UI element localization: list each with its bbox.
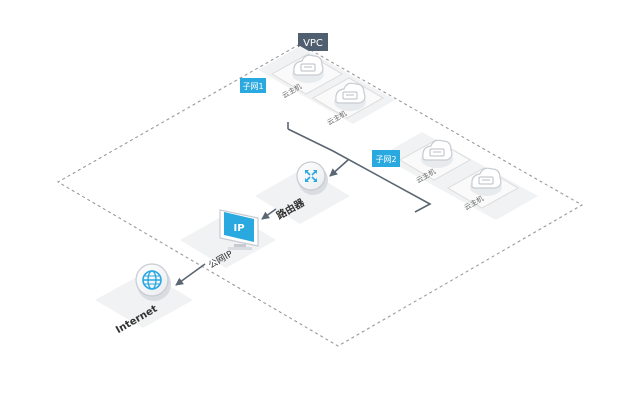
arrow-to-internet: [175, 263, 206, 286]
arrow-to-router: [329, 159, 349, 177]
subnet-1: 云主机 云主机 子网1: [240, 46, 395, 127]
subnet-2-label: 子网2: [375, 155, 396, 164]
ip-badge-text: IP: [233, 223, 244, 234]
cloud-server-icon: [334, 82, 366, 111]
vpc-label: VPC: [303, 38, 323, 49]
subnet-1-label: 子网1: [242, 82, 263, 91]
cloud-server-icon: [470, 167, 502, 196]
subnet-2-tag: 子网2: [372, 150, 400, 167]
subnet-1-tag: 子网1: [240, 78, 266, 93]
monitor-ip-icon: IP: [219, 209, 259, 250]
subnet-2: 云主机 云主机 子网2: [372, 132, 538, 220]
cloud-server-icon: [421, 139, 453, 168]
vpc-boundary: [56, 43, 584, 347]
subnet-2-host-2: 云主机: [446, 167, 520, 212]
globe-icon: [135, 263, 171, 301]
public-ip-node: IP 公网IP: [180, 209, 276, 271]
vpc-tag: VPC: [298, 33, 328, 51]
subnet-1-tile: [258, 46, 395, 124]
router-arrows-icon: [296, 161, 328, 195]
internet-node: Internet: [95, 263, 193, 336]
subnet-2-host-1: 云主机: [398, 139, 472, 185]
subnet-connector: [287, 128, 432, 213]
cloud-server-icon: [292, 54, 324, 83]
arrow-to-public-ip: [261, 208, 277, 220]
router-node: 路由器: [255, 161, 350, 224]
subnet-2-tile: [380, 132, 538, 220]
